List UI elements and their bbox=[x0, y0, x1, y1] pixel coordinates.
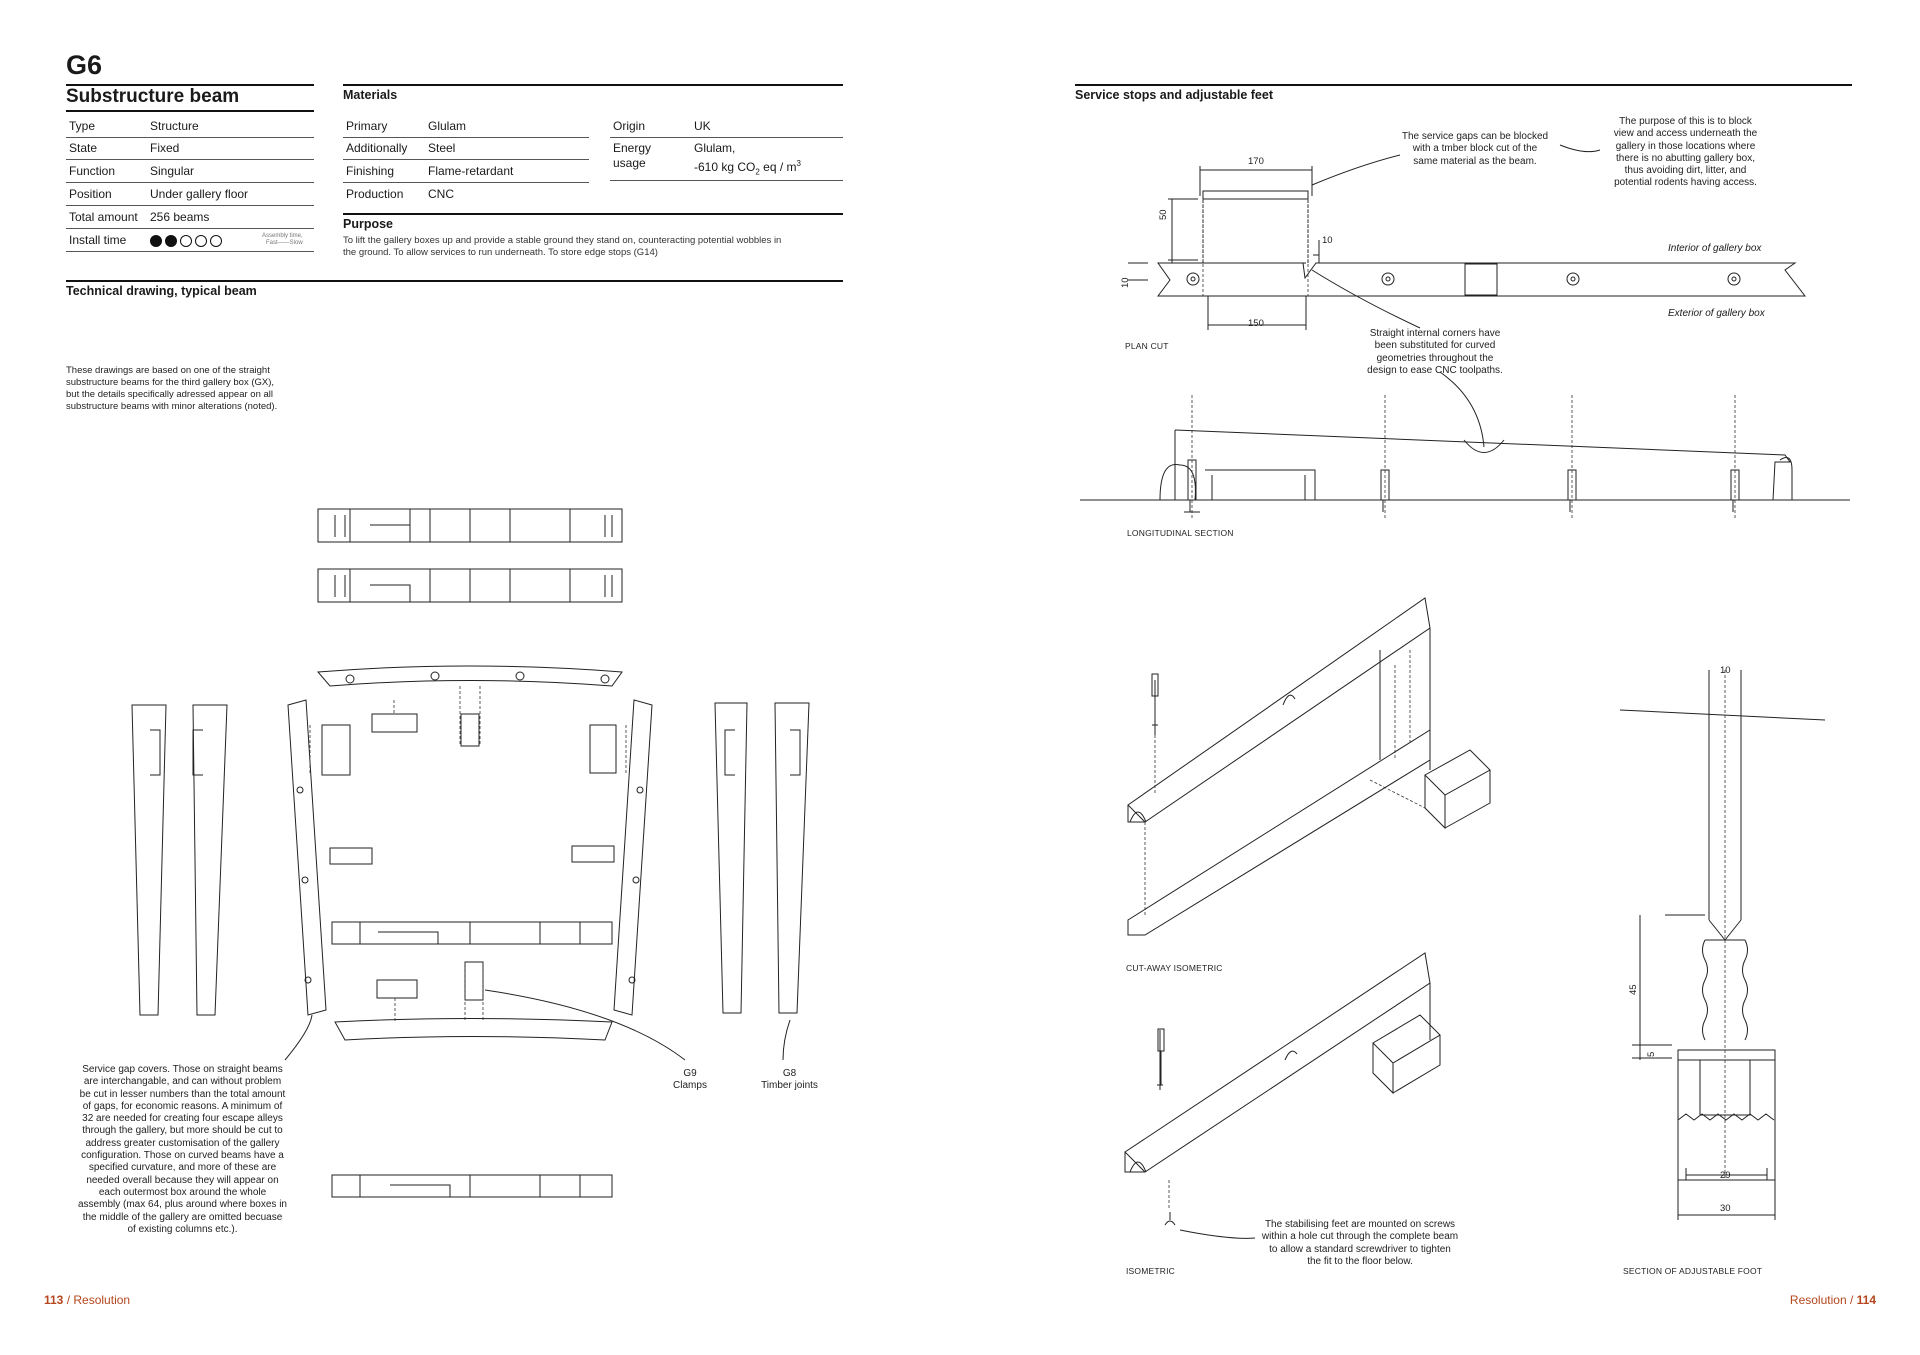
longitudinal-section-drawing bbox=[0, 0, 1900, 1290]
page-title: Substructure beam bbox=[66, 86, 240, 107]
longitudinal-section-label: LONGITUDINAL SECTION bbox=[1127, 528, 1234, 538]
install-time-scale: Assembly time, Fast——Slow bbox=[262, 233, 303, 246]
footer-left: 113 / Resolution bbox=[44, 1293, 131, 1307]
isometric-label: ISOMETRIC bbox=[1126, 1266, 1176, 1276]
exterior-label: Exterior of gallery box bbox=[1668, 308, 1765, 319]
isometric-drawing bbox=[0, 0, 1900, 1290]
g9-callout: G9 Clamps bbox=[673, 1068, 707, 1092]
rating-dot-filled-icon bbox=[150, 234, 162, 247]
energy-value: Glulam, -610 kg CO2 eq / m3 bbox=[694, 141, 801, 177]
title-rule-bottom bbox=[66, 110, 314, 112]
cutaway-isometric-drawing bbox=[0, 0, 1900, 1290]
material-label: Production bbox=[346, 187, 404, 201]
dim-foot-5: 5 bbox=[1646, 1052, 1657, 1057]
purpose-heading: Purpose bbox=[343, 217, 394, 231]
plan-cut-label: PLAN CUT bbox=[1125, 341, 1169, 351]
service-gap-note: Service gap covers. Those on straight be… bbox=[78, 1064, 287, 1235]
dim-10-b: 10 bbox=[1120, 277, 1131, 288]
g8-callout: G8 Timber joints bbox=[761, 1068, 818, 1092]
dim-150: 150 bbox=[1248, 318, 1264, 329]
dim-50: 50 bbox=[1158, 209, 1169, 220]
screwdriver-icon bbox=[1152, 1027, 1172, 1087]
screwdriver-icon bbox=[1146, 672, 1166, 732]
install-time-rating bbox=[150, 233, 225, 247]
cutaway-isometric-label: CUT-AWAY ISOMETRIC bbox=[1126, 963, 1223, 973]
rating-dot-empty-icon bbox=[180, 234, 192, 247]
origin-label: Origin bbox=[613, 119, 646, 133]
rating-dot-empty-icon bbox=[210, 234, 222, 247]
internal-corners-note: Straight internal corners have been subs… bbox=[1367, 328, 1503, 376]
origin-value: UK bbox=[694, 119, 711, 133]
tech-drawing-heading: Technical drawing, typical beam bbox=[66, 284, 257, 298]
material-value: Glulam bbox=[428, 119, 467, 133]
rating-dot-empty-icon bbox=[195, 234, 207, 247]
material-value: Flame-retardant bbox=[428, 164, 514, 178]
spec-label: Total amount bbox=[69, 210, 138, 224]
spec-value: Fixed bbox=[150, 141, 180, 155]
intro-note: These drawings are based on one of the s… bbox=[66, 365, 278, 412]
energy-label: Energy usage bbox=[613, 141, 652, 170]
title-rule bbox=[66, 84, 314, 86]
purpose-block-note: The purpose of this is to block view and… bbox=[1613, 116, 1758, 189]
material-label: Finishing bbox=[346, 164, 395, 178]
dim-foot-30: 30 bbox=[1720, 1203, 1731, 1214]
spec-label: Function bbox=[69, 164, 116, 178]
material-label: Additionally bbox=[346, 141, 408, 155]
footer-right: Resolution / 114 bbox=[1789, 1293, 1876, 1307]
spec-label: Position bbox=[69, 187, 112, 201]
foot-section-label: SECTION OF ADJUSTABLE FOOT bbox=[1623, 1266, 1763, 1276]
spec-value: 256 beams bbox=[150, 210, 210, 224]
purpose-text: To lift the gallery boxes up and provide… bbox=[343, 235, 782, 258]
exploded-beam-drawing bbox=[0, 0, 900, 1270]
dim-170: 170 bbox=[1248, 156, 1264, 167]
spec-value: Under gallery floor bbox=[150, 187, 249, 201]
stabilising-feet-note: The stabilising feet are mounted on scre… bbox=[1261, 1219, 1459, 1267]
service-gaps-note: The service gaps can be blocked with a t… bbox=[1401, 131, 1549, 167]
material-value: Steel bbox=[428, 141, 456, 155]
rating-dot-filled-icon bbox=[165, 234, 177, 247]
service-stops-heading: Service stops and adjustable feet bbox=[1075, 88, 1273, 102]
material-label: Primary bbox=[346, 119, 388, 133]
component-code: G6 bbox=[66, 50, 103, 80]
materials-heading: Materials bbox=[343, 88, 398, 102]
spec-value: Structure bbox=[150, 119, 199, 133]
spec-label: Type bbox=[69, 119, 96, 133]
plan-cut-drawing: 170 50 10 10 150 bbox=[1120, 0, 1900, 1290]
interior-label: Interior of gallery box bbox=[1668, 243, 1762, 254]
dim-10-a: 10 bbox=[1322, 235, 1333, 246]
dim-foot-45: 45 bbox=[1628, 984, 1639, 995]
spec-label: State bbox=[69, 141, 98, 155]
adjustable-foot-drawing: 10 45 5 29 30 bbox=[0, 665, 1900, 1290]
material-value: CNC bbox=[428, 187, 454, 201]
dim-foot-29: 29 bbox=[1720, 1170, 1731, 1181]
dim-foot-10: 10 bbox=[1720, 665, 1731, 676]
spec-label: Install time bbox=[69, 233, 127, 247]
spec-value: Singular bbox=[150, 164, 195, 178]
